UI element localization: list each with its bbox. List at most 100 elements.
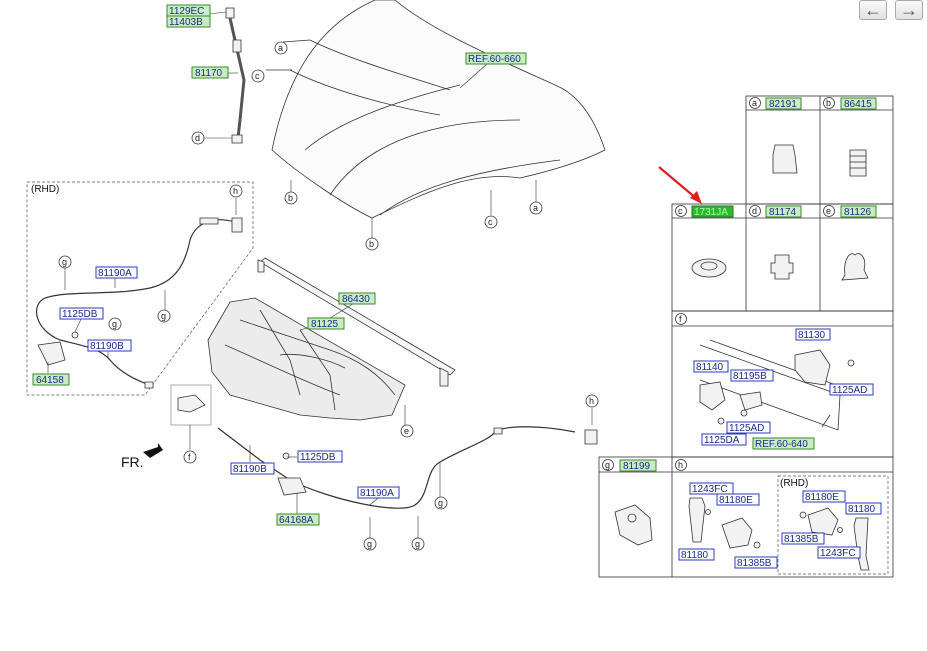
label-1125ad-2: 1125AD — [726, 421, 771, 434]
svg-text:a: a — [533, 203, 538, 213]
svg-text:81195B: 81195B — [733, 371, 767, 382]
svg-text:81174: 81174 — [769, 207, 797, 218]
table-cell-b-letter: b — [823, 97, 835, 109]
rhd-left-label: (RHD) — [31, 184, 59, 195]
bumper-82191-drawing — [772, 144, 798, 174]
label-81190b: 81190B — [230, 462, 275, 475]
svg-text:c: c — [255, 71, 260, 81]
svg-text:81180: 81180 — [848, 504, 876, 515]
svg-text:1243FC: 1243FC — [820, 548, 856, 559]
label-81170: 81170 — [191, 66, 229, 79]
label-ref-60-660: REF.60-660 — [465, 52, 527, 65]
label-64168a: 64168A — [276, 513, 320, 526]
svg-text:81385B: 81385B — [737, 558, 772, 569]
svg-text:g: g — [367, 539, 372, 549]
label-81125: 81125 — [307, 317, 345, 330]
svg-text:1125AD: 1125AD — [832, 385, 867, 396]
svg-text:g: g — [605, 460, 610, 470]
table-cell-a-letter: a — [749, 97, 761, 109]
svg-text:a: a — [752, 98, 757, 108]
callout-a-1: a — [274, 41, 288, 55]
callout-g-3: g — [157, 309, 171, 323]
callout-b-2: b — [365, 237, 379, 251]
label-81190a-rhd: 81190A — [95, 266, 138, 279]
table-cell-h-letter: h — [675, 459, 687, 471]
svg-text:g: g — [161, 311, 166, 321]
nav-back-button[interactable]: ← — [859, 0, 887, 20]
svg-text:1125AD: 1125AD — [729, 423, 764, 434]
table-cell-a-part: 82191 — [765, 97, 802, 110]
label-81140: 81140 — [693, 360, 729, 373]
arrow-right-icon: → — [900, 0, 918, 20]
table-cell-c-part-highlighted: 1731JA — [691, 205, 734, 218]
svg-text:a: a — [278, 43, 283, 53]
label-81385b: 81385B — [734, 556, 778, 569]
svg-text:81126: 81126 — [844, 207, 872, 218]
svg-text:f: f — [679, 314, 682, 324]
table-cell-g-letter: g — [602, 459, 614, 471]
svg-text:81199: 81199 — [623, 461, 651, 472]
svg-text:86430: 86430 — [342, 294, 370, 305]
svg-text:64168A: 64168A — [279, 515, 314, 526]
callout-h-1: h — [229, 184, 243, 198]
clip-81174-drawing — [770, 254, 794, 280]
callout-g-5: g — [363, 537, 377, 551]
label-1125db: 1125DB — [297, 450, 343, 463]
label-81190a: 81190A — [357, 486, 400, 499]
label-1125db-rhd: 1125DB — [59, 307, 104, 320]
callout-f-1: f — [183, 450, 197, 464]
label-1243fc-rhd: 1243FC — [817, 546, 861, 559]
table-cell-g-part: 81199 — [619, 459, 657, 472]
parts-table — [598, 95, 894, 578]
svg-text:h: h — [589, 396, 594, 406]
rhd-dashed-box — [26, 181, 254, 396]
svg-text:81170: 81170 — [195, 68, 223, 79]
label-1125da: 1125DA — [701, 433, 747, 446]
release-handle-h-drawing — [688, 475, 889, 575]
weatherstrip-86430 — [257, 257, 456, 387]
svg-text:1129EC: 1129EC — [169, 6, 204, 17]
svg-text:81125: 81125 — [311, 319, 339, 330]
svg-text:86415: 86415 — [844, 99, 872, 110]
svg-text:g: g — [438, 498, 443, 508]
svg-text:81190A: 81190A — [360, 488, 394, 499]
svg-text:g: g — [62, 257, 67, 267]
callout-g-6: g — [411, 537, 425, 551]
arrow-left-icon: ← — [864, 0, 882, 20]
table-cell-e-part: 81126 — [840, 205, 877, 218]
callout-h-2: h — [585, 394, 599, 408]
svg-text:1125DB: 1125DB — [300, 452, 336, 463]
callout-c-1: c — [251, 69, 265, 83]
svg-text:81385B: 81385B — [784, 534, 819, 545]
front-direction-indicator: FR. — [121, 443, 163, 470]
nav-forward-button[interactable]: → — [895, 0, 923, 20]
label-81180e-rhd: 81180E — [802, 490, 846, 503]
svg-text:1125DB: 1125DB — [62, 309, 98, 320]
svg-text:e: e — [404, 426, 409, 436]
label-81195b: 81195B — [730, 369, 774, 382]
svg-text:81180E: 81180E — [719, 495, 753, 506]
rhd-release-cable — [36, 217, 243, 389]
svg-text:81180E: 81180E — [805, 492, 839, 503]
svg-text:81130: 81130 — [798, 330, 826, 341]
bracket-f — [170, 384, 212, 426]
highlight-arrow-icon — [658, 166, 702, 204]
bumper-86415-drawing — [849, 149, 867, 177]
svg-text:b: b — [369, 239, 374, 249]
label-81180-rhd: 81180 — [845, 502, 882, 515]
callout-b-1: b — [284, 191, 298, 205]
label-64158: 64158 — [32, 373, 70, 386]
table-cell-c-letter: c — [675, 205, 687, 217]
label-ref-60-640: REF.60-640 — [752, 437, 815, 450]
hood-insulator-81125 — [207, 297, 406, 421]
hood-release-cable-lower — [217, 426, 598, 509]
table-cell-e-letter: e — [823, 205, 835, 217]
callout-a-2: a — [529, 201, 543, 215]
svg-text:c: c — [678, 206, 683, 216]
svg-text:FR.: FR. — [121, 454, 144, 470]
label-1125ad-1: 1125AD — [829, 383, 874, 396]
table-cell-d-part: 81174 — [765, 205, 802, 218]
svg-text:g: g — [415, 539, 420, 549]
label-81180: 81180 — [678, 548, 715, 561]
svg-text:d: d — [752, 206, 757, 216]
